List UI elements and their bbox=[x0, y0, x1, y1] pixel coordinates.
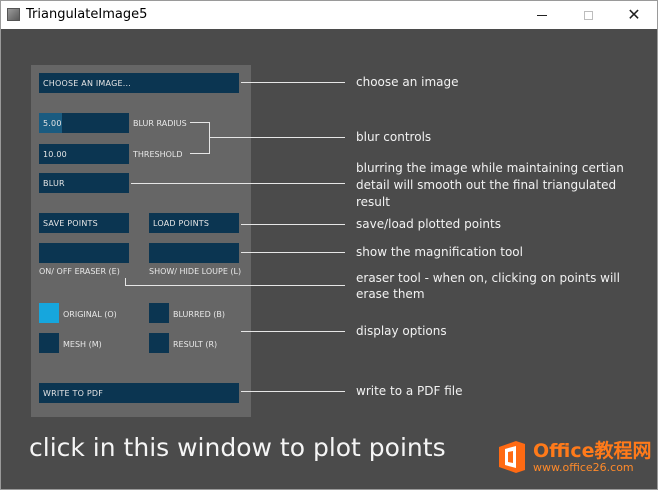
annotation-blurring-2: detail will smooth out the final triangu… bbox=[356, 178, 617, 192]
annotation-save-load: save/load plotted points bbox=[356, 217, 501, 231]
threshold-slider[interactable]: 10.00 bbox=[39, 144, 129, 164]
original-toggle[interactable] bbox=[39, 303, 59, 323]
annotation-choose: choose an image bbox=[356, 75, 459, 89]
close-icon: ✕ bbox=[627, 5, 641, 24]
annotation-blurring-3: result bbox=[356, 195, 390, 209]
save-points-button[interactable]: SAVE POINTS bbox=[39, 213, 129, 233]
write-pdf-button[interactable]: WRITE TO PDF bbox=[39, 383, 239, 403]
minimize-icon bbox=[537, 14, 547, 16]
threshold-label: THRESHOLD bbox=[133, 150, 183, 159]
result-toggle[interactable] bbox=[149, 333, 169, 353]
annotation-line-threshold bbox=[190, 153, 209, 154]
watermark-title: Office教程网 bbox=[533, 440, 652, 462]
blur-radius-slider-fill bbox=[39, 113, 62, 133]
annotation-line-blur-radius bbox=[190, 122, 209, 123]
blur-radius-value: 5.00 bbox=[43, 118, 62, 128]
original-label: ORIGINAL (O) bbox=[63, 310, 117, 319]
loupe-toggle-button[interactable] bbox=[149, 243, 239, 263]
annotation-line-magnify bbox=[241, 252, 345, 253]
annotation-pdf: write to a PDF file bbox=[356, 384, 463, 398]
blur-radius-slider[interactable]: 5.00 bbox=[39, 113, 129, 133]
app-icon bbox=[7, 8, 20, 21]
choose-image-button[interactable]: CHOOSE AN IMAGE... bbox=[39, 73, 239, 93]
title-bar[interactable]: TriangulateImage5 ✕ bbox=[1, 1, 657, 29]
window-title: TriangulateImage5 bbox=[26, 7, 148, 22]
blur-button[interactable]: BLUR bbox=[39, 173, 129, 193]
annotation-line-pdf bbox=[241, 391, 345, 392]
result-label: RESULT (R) bbox=[173, 340, 218, 349]
annotation-line-blur-button bbox=[131, 183, 345, 184]
annotation-line-eraser bbox=[125, 285, 345, 286]
office-logo-icon bbox=[497, 440, 527, 474]
annotation-line-display bbox=[241, 331, 345, 332]
loupe-label: SHOW/ HIDE LOUPE (L) bbox=[149, 267, 242, 276]
annotation-display: display options bbox=[356, 324, 447, 338]
watermark: Office教程网 www.office26.com bbox=[497, 440, 652, 474]
annotation-line-blur-bracket bbox=[209, 122, 210, 154]
blurred-label: BLURRED (B) bbox=[173, 310, 226, 319]
mesh-toggle[interactable] bbox=[39, 333, 59, 353]
control-panel: CHOOSE AN IMAGE... 5.00 BLUR RADIUS 10.0… bbox=[31, 65, 251, 417]
canvas-hint: click in this window to plot points bbox=[29, 433, 446, 462]
annotation-eraser-2: erase them bbox=[356, 287, 425, 301]
watermark-url: www.office26.com bbox=[533, 461, 634, 474]
annotation-line-choose bbox=[241, 82, 345, 83]
blurred-toggle[interactable] bbox=[149, 303, 169, 323]
maximize-button[interactable] bbox=[565, 1, 611, 29]
threshold-value: 10.00 bbox=[43, 149, 67, 159]
eraser-toggle-button[interactable] bbox=[39, 243, 129, 263]
load-points-button[interactable]: LOAD POINTS bbox=[149, 213, 239, 233]
eraser-label: ON/ OFF ERASER (E) bbox=[39, 267, 120, 276]
blur-radius-label: BLUR RADIUS bbox=[133, 119, 187, 128]
annotation-eraser-1: eraser tool - when on, clicking on point… bbox=[356, 271, 620, 285]
annotation-magnify: show the magnification tool bbox=[356, 245, 523, 259]
annotation-line-eraser-drop bbox=[125, 278, 126, 285]
minimize-button[interactable] bbox=[519, 1, 565, 29]
maximize-icon bbox=[583, 10, 593, 20]
mesh-label: MESH (M) bbox=[63, 340, 102, 349]
annotation-line-save-load bbox=[241, 224, 345, 225]
annotation-blur-controls: blur controls bbox=[356, 130, 432, 144]
close-button[interactable]: ✕ bbox=[611, 1, 657, 29]
annotation-blurring-1: blurring the image while maintaining cer… bbox=[356, 161, 624, 175]
annotation-line-blur-controls bbox=[209, 137, 345, 138]
